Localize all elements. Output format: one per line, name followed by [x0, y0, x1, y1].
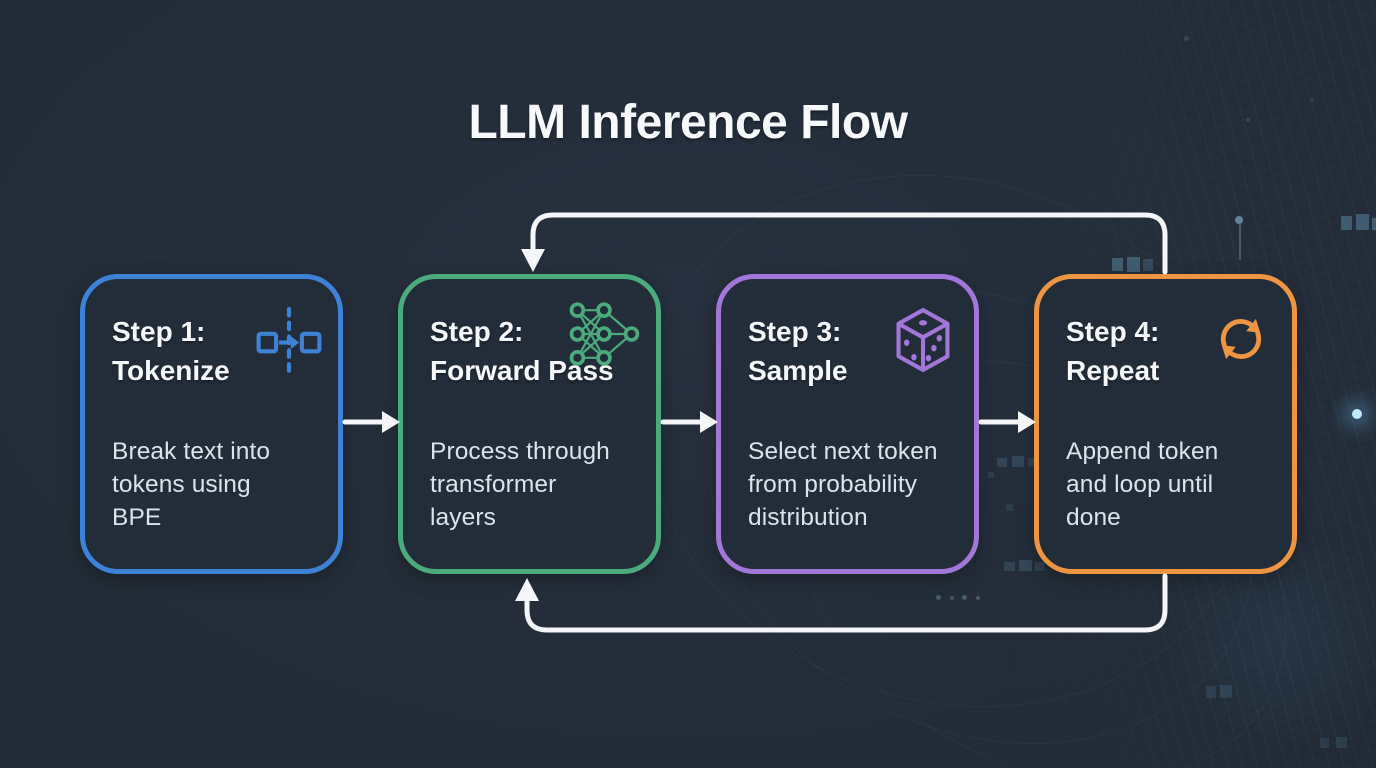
deco-square	[1220, 685, 1232, 698]
dice-icon	[894, 307, 952, 373]
forward-arrow-1-2	[342, 411, 400, 433]
deco-dot	[936, 595, 941, 600]
deco-dot	[1235, 216, 1243, 224]
deco-square	[997, 458, 1007, 467]
step-card-sample: Step 3: Sample Select next token from pr…	[716, 274, 979, 574]
step-name: Tokenize	[112, 355, 230, 386]
deco-dot	[1310, 98, 1314, 102]
deco-dot	[950, 596, 954, 600]
deco-square	[1320, 738, 1329, 748]
deco-square	[1127, 257, 1140, 272]
neural-network-icon	[568, 301, 640, 367]
step-number: Step 1:	[112, 316, 206, 347]
token-split-icon	[254, 305, 324, 381]
deco-dot	[1184, 36, 1189, 41]
step-description: Select next token from probability distr…	[748, 438, 938, 531]
step-heading: Step 1: Tokenize	[112, 312, 230, 390]
step-card-forward-pass: Step 2: Forward Pass Process through tra…	[398, 274, 661, 574]
deco-square	[1012, 456, 1024, 467]
background-antenna	[1239, 224, 1241, 260]
step-card-repeat: Step 4: Repeat Append token and loop unt…	[1034, 274, 1297, 574]
deco-square	[1356, 214, 1369, 230]
deco-square	[1336, 737, 1347, 748]
deco-dot	[962, 595, 967, 600]
deco-square	[1112, 258, 1123, 271]
background-glow-dot	[1352, 409, 1362, 419]
page-title: LLM Inference Flow	[468, 96, 908, 150]
deco-square	[1028, 458, 1036, 467]
step-number: Step 3:	[748, 316, 842, 347]
deco-square	[1143, 259, 1153, 271]
deco-square	[1019, 560, 1032, 571]
deco-square	[1372, 218, 1376, 230]
step-heading: Step 3: Sample	[748, 312, 848, 390]
step-description: Break text into tokens using BPE	[112, 438, 271, 531]
deco-square	[988, 472, 994, 478]
deco-square	[1006, 504, 1013, 511]
step-description: Process through transformer layers	[430, 438, 610, 531]
deco-square	[1004, 562, 1015, 571]
deco-square	[1206, 686, 1216, 698]
step-card-tokenize: Step 1: Tokenize Break text into tokens …	[80, 274, 343, 574]
step-heading: Step 4: Repeat	[1066, 312, 1159, 390]
deco-square	[1035, 562, 1044, 571]
deco-square	[1341, 216, 1352, 230]
step-description: Append token and loop until done	[1066, 438, 1219, 531]
repeat-cycle-icon	[1212, 311, 1270, 367]
step-name: Sample	[748, 355, 848, 386]
step-name: Repeat	[1066, 355, 1160, 386]
deco-dot	[976, 596, 980, 600]
step-number: Step 2:	[430, 316, 524, 347]
step-number: Step 4:	[1066, 316, 1160, 347]
deco-dot	[1246, 118, 1250, 122]
